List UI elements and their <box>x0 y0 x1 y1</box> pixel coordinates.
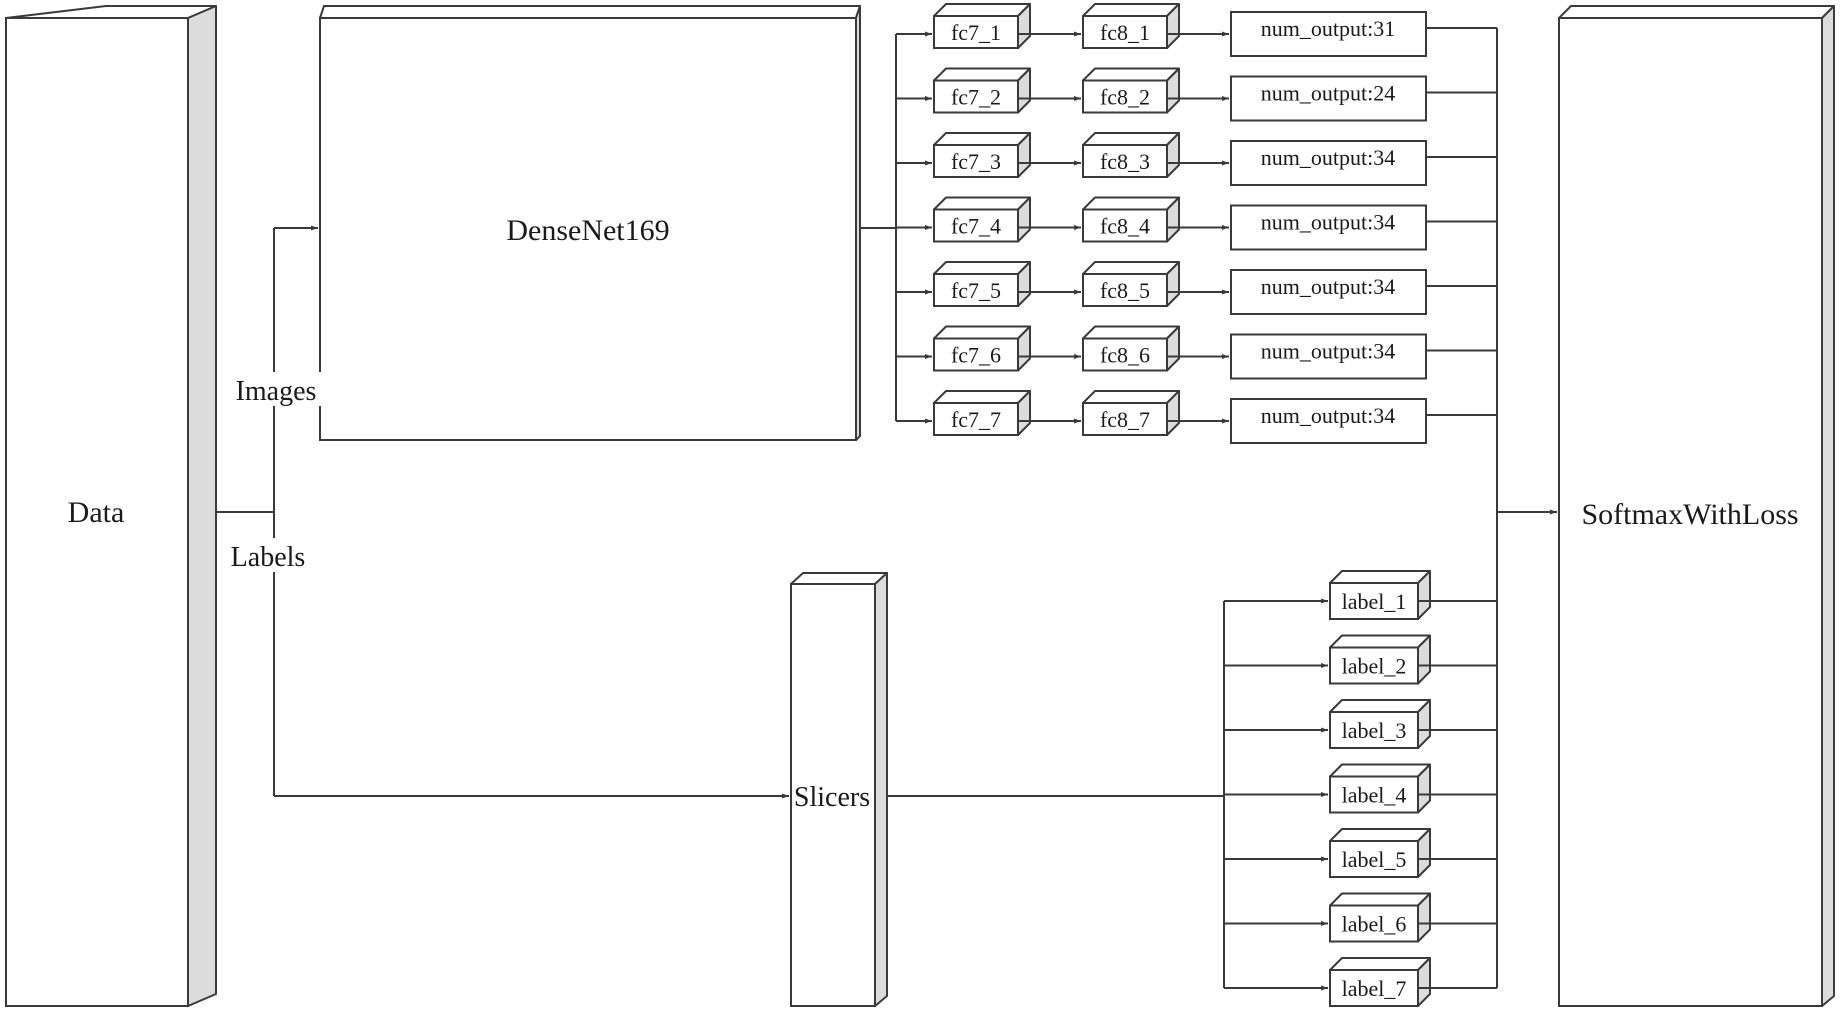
branch-row: fc7_5 fc8_5 num_output:34 <box>896 261 1497 315</box>
data-block[interactable]: Data <box>5 5 217 1007</box>
fc7-block[interactable]: fc7_7 <box>933 390 1031 436</box>
label-block-label: label_6 <box>1342 912 1407 937</box>
slicers-label: Slicers <box>794 782 870 813</box>
fc8-block[interactable]: fc8_1 <box>1082 3 1180 49</box>
label-row: label_4 <box>1224 763 1497 814</box>
fc7-block-label: fc7_2 <box>951 85 1001 110</box>
label-block[interactable]: label_1 <box>1329 570 1431 620</box>
branch-row: fc7_7 fc8_7 num_output:34 <box>896 390 1497 444</box>
fc8-block[interactable]: fc8_2 <box>1082 67 1180 114</box>
output-box[interactable]: num_output:31 <box>1230 11 1427 57</box>
branch-row: fc7_1 fc8_1 num_output:31 <box>896 3 1497 57</box>
data-label: Data <box>68 496 125 529</box>
fc8-block[interactable]: fc8_6 <box>1082 325 1180 372</box>
branch-row: fc7_2 fc8_2 num_output:24 <box>896 67 1497 122</box>
label-block-label: label_1 <box>1342 589 1407 614</box>
output-label: num_output:34 <box>1261 274 1395 299</box>
label-block-label: label_3 <box>1342 718 1407 743</box>
fc8-block-label: fc8_3 <box>1100 149 1150 174</box>
output-label: num_output:34 <box>1261 339 1395 364</box>
label-row: label_5 <box>1224 828 1497 878</box>
labels-edge-label: Labels <box>231 542 306 573</box>
label-block[interactable]: label_5 <box>1329 828 1431 878</box>
branch-row: fc7_6 fc8_6 num_output:34 <box>896 325 1497 380</box>
label-block[interactable]: label_7 <box>1329 957 1431 1007</box>
label-row: label_1 <box>1224 570 1497 620</box>
fc7-block-label: fc7_7 <box>951 407 1001 432</box>
label-row: label_7 <box>1224 957 1497 1007</box>
output-box[interactable]: num_output:34 <box>1230 333 1427 380</box>
fc8-block[interactable]: fc8_4 <box>1082 196 1180 243</box>
label-block-label: label_4 <box>1342 783 1407 808</box>
label-block[interactable]: label_2 <box>1329 634 1431 685</box>
densenet-label: DenseNet169 <box>506 214 669 247</box>
output-box[interactable]: num_output:34 <box>1230 269 1427 315</box>
fc8-block[interactable]: fc8_5 <box>1082 261 1180 307</box>
fc8-block-label: fc8_2 <box>1100 85 1150 110</box>
label-block[interactable]: label_3 <box>1329 699 1431 749</box>
branch-rows: fc7_1 fc8_1 num_output:31 fc7_2 fc8_2 num_out… <box>896 3 1497 444</box>
fc7-block-label: fc7_1 <box>951 20 1001 45</box>
output-box[interactable]: num_output:24 <box>1230 75 1427 122</box>
softmax-block[interactable]: SoftmaxWithLoss <box>1558 5 1835 1007</box>
fc7-block[interactable]: fc7_4 <box>933 196 1031 243</box>
fc7-block[interactable]: fc7_3 <box>933 132 1031 178</box>
output-label: num_output:34 <box>1261 403 1395 428</box>
branch-row: fc7_4 fc8_4 num_output:34 <box>896 196 1497 251</box>
output-label: num_output:24 <box>1261 81 1395 106</box>
images-edge-label: Images <box>236 376 317 407</box>
fc7-block[interactable]: fc7_6 <box>933 325 1031 372</box>
fc7-block-label: fc7_6 <box>951 343 1001 368</box>
fc8-block-label: fc8_4 <box>1100 214 1150 239</box>
label-row: label_6 <box>1224 892 1497 943</box>
fc7-block[interactable]: fc7_1 <box>933 3 1031 49</box>
fc7-block-label: fc7_3 <box>951 149 1001 174</box>
fc7-block[interactable]: fc7_5 <box>933 261 1031 307</box>
label-row: label_2 <box>1224 634 1497 685</box>
branch-row: fc7_3 fc8_3 num_output:34 <box>896 132 1497 186</box>
softmax-label: SoftmaxWithLoss <box>1581 498 1798 531</box>
output-box[interactable]: num_output:34 <box>1230 398 1427 444</box>
fc8-block-label: fc8_7 <box>1100 407 1150 432</box>
slicers-block[interactable]: Slicers <box>790 572 888 1007</box>
fc8-block-label: fc8_6 <box>1100 343 1150 368</box>
output-box[interactable]: num_output:34 <box>1230 140 1427 186</box>
output-label: num_output:34 <box>1261 145 1395 170</box>
output-box[interactable]: num_output:34 <box>1230 204 1427 251</box>
label-rows: label_1 label_2 label_3 label_4 label_5label… <box>1224 570 1497 1007</box>
densenet-block[interactable]: DenseNet169 <box>319 5 861 441</box>
fc8-block[interactable]: fc8_3 <box>1082 132 1180 178</box>
fc8-block[interactable]: fc8_7 <box>1082 390 1180 436</box>
fc7-block[interactable]: fc7_2 <box>933 67 1031 114</box>
fc7-block-label: fc7_5 <box>951 278 1001 303</box>
output-label: num_output:31 <box>1261 16 1395 41</box>
label-block-label: label_5 <box>1342 847 1407 872</box>
fc8-block-label: fc8_5 <box>1100 278 1150 303</box>
output-label: num_output:34 <box>1261 210 1395 235</box>
label-block-label: label_7 <box>1342 976 1407 1001</box>
label-block[interactable]: label_4 <box>1329 763 1431 814</box>
label-row: label_3 <box>1224 699 1497 749</box>
fc8-block-label: fc8_1 <box>1100 20 1150 45</box>
label-block[interactable]: label_6 <box>1329 892 1431 943</box>
fc7-block-label: fc7_4 <box>951 214 1001 239</box>
label-block-label: label_2 <box>1342 654 1407 679</box>
